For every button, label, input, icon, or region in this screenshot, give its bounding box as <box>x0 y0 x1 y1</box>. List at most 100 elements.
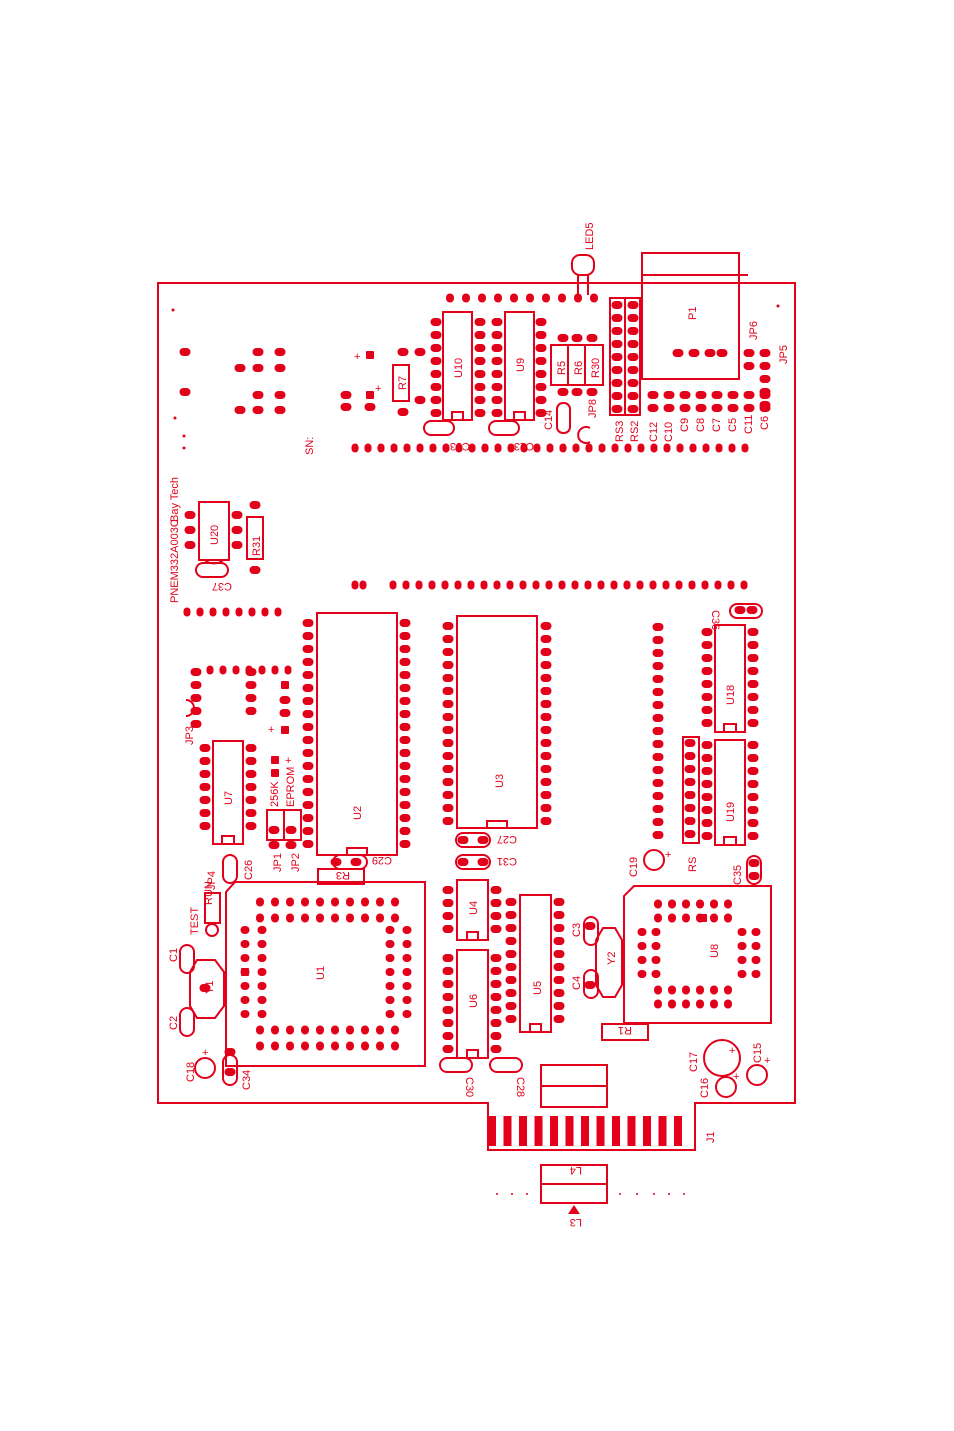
solder-pad <box>651 928 661 936</box>
solder-pad <box>505 924 517 932</box>
solder-pad <box>627 392 639 400</box>
solder-pad <box>553 924 565 932</box>
solder-pad <box>505 1002 517 1010</box>
solder-pad <box>727 580 735 590</box>
solder-pad <box>340 403 352 411</box>
solder-pad <box>442 752 454 760</box>
solder-pad <box>252 406 264 414</box>
solder-pad <box>474 331 486 339</box>
solder-pad <box>637 928 647 936</box>
solder-pad <box>196 607 204 617</box>
solder-pad <box>571 388 583 396</box>
solder-pad <box>611 366 623 374</box>
solder-pad <box>442 674 454 682</box>
solder-pad <box>390 443 398 453</box>
solder-pad <box>571 334 583 342</box>
solder-pad <box>747 706 759 714</box>
rs3-rs2-resistor-arrays: RS3 RS2 <box>609 297 641 442</box>
solder-pad <box>701 780 713 788</box>
u19-chip: U19 <box>714 739 746 846</box>
solder-pad <box>701 580 709 590</box>
solder-pad <box>490 993 502 1001</box>
solder-pad <box>759 362 771 370</box>
solder-pad <box>688 349 700 357</box>
solder-pad <box>651 956 661 964</box>
trace-dot <box>171 308 175 312</box>
r7-label: R7 <box>397 376 409 390</box>
solder-pad <box>652 727 664 735</box>
solder-pad <box>751 970 761 978</box>
solder-pad <box>654 913 662 923</box>
solder-pad <box>737 970 747 978</box>
c26-capacitor: C26 <box>222 854 255 884</box>
solder-pad <box>540 687 552 695</box>
c36-capacitor: C36 <box>709 603 763 630</box>
solder-pad <box>658 1116 667 1146</box>
solder-pad <box>351 580 359 590</box>
solder-pad <box>627 301 639 309</box>
solder-pad <box>636 580 644 590</box>
solder-pad <box>747 819 759 827</box>
solder-pad <box>271 897 279 907</box>
u6-label: U6 <box>468 994 480 1008</box>
solder-pad <box>491 331 503 339</box>
solder-pad <box>274 391 286 399</box>
solder-pad <box>490 967 502 975</box>
solder-pad <box>491 383 503 391</box>
solder-pad <box>682 899 690 909</box>
solder-pad <box>271 1041 279 1051</box>
solder-pad <box>455 443 463 453</box>
trace-dot <box>496 1193 498 1195</box>
solder-pad <box>179 348 191 356</box>
solder-pad <box>474 357 486 365</box>
solder-pad <box>654 899 662 909</box>
solder-pad <box>442 700 454 708</box>
l3-label: L3 <box>570 1216 582 1228</box>
r1-label: R1 <box>618 1024 632 1036</box>
polarity-mark: + <box>285 755 291 767</box>
solder-pad <box>256 1025 264 1035</box>
solder-pad <box>540 752 552 760</box>
c4-label: C4 <box>571 976 583 990</box>
solder-pad <box>652 675 664 683</box>
solder-pad <box>302 801 314 809</box>
solder-pad <box>584 922 596 930</box>
solder-pad <box>550 1116 558 1146</box>
trace-dot <box>511 1193 513 1195</box>
solder-pad <box>747 680 759 688</box>
solder-pad <box>596 1116 605 1146</box>
c17-capacitor: C17 <box>688 1039 741 1077</box>
solder-pad <box>442 993 454 1001</box>
solder-pad <box>505 898 517 906</box>
u4-label: U4 <box>468 901 480 915</box>
u4-chip: U4 <box>456 879 489 941</box>
solder-pad <box>376 897 384 907</box>
solder-pad <box>190 707 202 715</box>
r7-resistor: R7 <box>392 364 410 402</box>
u9-label: U9 <box>515 358 527 372</box>
solder-pad <box>490 925 502 933</box>
solder-pad <box>430 409 442 417</box>
solder-pad <box>224 1068 236 1076</box>
test-label: TEST <box>189 907 201 935</box>
solder-pad <box>402 580 410 590</box>
solder-pad <box>467 580 475 590</box>
solder-pad <box>199 809 211 817</box>
solder-pad <box>399 775 411 783</box>
solder-pad <box>611 314 623 322</box>
solder-pad <box>430 331 442 339</box>
solder-pad <box>565 1116 574 1146</box>
l4-label: L4 <box>570 1164 582 1176</box>
solder-pad <box>271 756 279 764</box>
c29-capacitor: C29 <box>332 854 392 870</box>
solder-pad <box>652 740 664 748</box>
solder-pad <box>468 443 476 453</box>
solder-pad <box>346 1025 354 1035</box>
c4-capacitor: C4 <box>571 969 599 999</box>
solder-pad <box>346 1041 354 1051</box>
solder-pad <box>490 899 502 907</box>
solder-pad <box>663 391 675 399</box>
solder-pad <box>510 293 518 303</box>
solder-pad <box>679 391 691 399</box>
solder-pad <box>598 443 606 453</box>
